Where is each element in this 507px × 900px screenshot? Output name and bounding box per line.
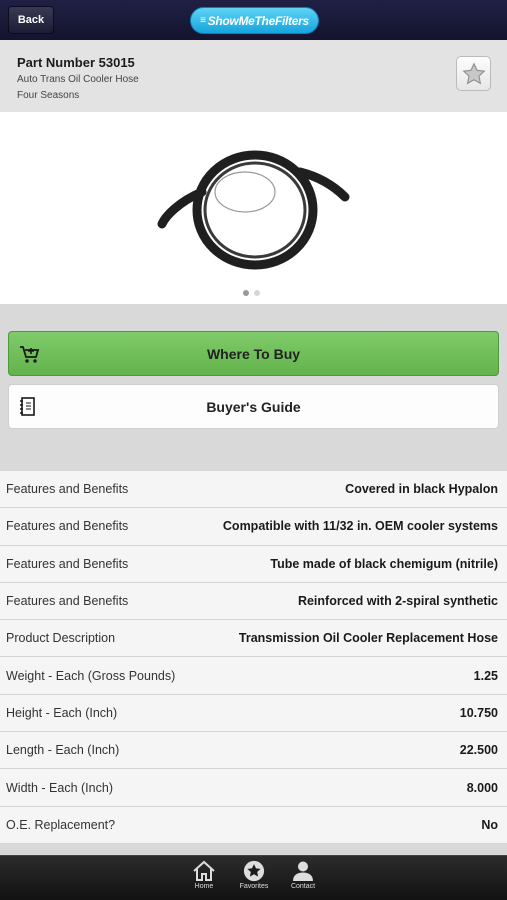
- tab-home[interactable]: Home: [184, 860, 224, 898]
- spec-value: Tube made of black chemigum (nitrile): [270, 556, 498, 571]
- table-row: Features and Benefits Tube made of black…: [0, 546, 507, 583]
- spec-label: Width - Each (Inch): [6, 780, 113, 795]
- buyers-guide-button[interactable]: Buyer's Guide: [8, 384, 499, 429]
- table-row: Height - Each (Inch) 10.750: [0, 695, 507, 733]
- table-row: Features and Benefits Reinforced with 2-…: [0, 583, 507, 621]
- tab-home-label: Home: [194, 883, 214, 890]
- bottom-tab-bar: Home Favorites Contact: [0, 855, 507, 900]
- tab-favorites-label: Favorites: [239, 883, 269, 890]
- top-bar: Back ≡ ShowMeTheFilters: [0, 0, 507, 40]
- tab-contact-label: Contact: [290, 883, 316, 890]
- book-icon: [20, 397, 35, 416]
- app-logo[interactable]: ≡ ShowMeTheFilters: [190, 7, 319, 34]
- spec-value: 1.25: [473, 668, 498, 683]
- spec-value: No: [481, 817, 498, 832]
- table-row: Width - Each (Inch) 8.000: [0, 769, 507, 807]
- star-icon: [243, 860, 265, 882]
- logo-text: ShowMeTheFilters: [207, 13, 310, 28]
- carousel-dot[interactable]: [243, 290, 249, 296]
- cart-icon: [20, 346, 40, 363]
- tab-favorites[interactable]: Favorites: [234, 860, 274, 898]
- table-row: Length - Each (Inch) 22.500: [0, 732, 507, 770]
- product-image: [157, 150, 350, 270]
- spec-label: Weight - Each (Gross Pounds): [6, 668, 176, 683]
- spec-value: Reinforced with 2-spiral synthetic: [297, 594, 498, 609]
- spec-label: Features and Benefits: [6, 556, 129, 571]
- spec-value: 10.750: [459, 705, 498, 720]
- spec-label: Length - Each (Inch): [6, 743, 120, 758]
- carousel-dot[interactable]: [254, 290, 260, 296]
- specifications-table: Features and Benefits Covered in black H…: [0, 471, 507, 844]
- where-to-buy-button[interactable]: Where To Buy: [8, 331, 499, 376]
- table-row: Weight - Each (Gross Pounds) 1.25: [0, 657, 507, 695]
- buyers-guide-label: Buyer's Guide: [206, 398, 301, 415]
- part-header: Part Number 53015 Auto Trans Oil Cooler …: [0, 40, 507, 112]
- part-number: Part Number 53015: [17, 55, 135, 70]
- star-icon: [461, 61, 486, 84]
- spec-value: 8.000: [466, 780, 498, 795]
- back-button[interactable]: Back: [8, 6, 54, 34]
- logo-stripes-icon: ≡: [200, 15, 206, 26]
- product-image-carousel[interactable]: [0, 112, 507, 304]
- spec-label: Product Description: [6, 631, 116, 646]
- spec-label: Features and Benefits: [6, 482, 129, 497]
- table-row: Product Description Transmission Oil Coo…: [0, 620, 507, 658]
- spec-value: Compatible with 11/32 in. OEM cooler sys…: [222, 519, 498, 534]
- tab-contact[interactable]: Contact: [283, 860, 323, 898]
- spec-value: Covered in black Hypalon: [345, 482, 498, 497]
- spec-label: Features and Benefits: [6, 519, 129, 534]
- table-row: O.E. Replacement? No: [0, 807, 507, 844]
- where-to-buy-label: Where To Buy: [206, 345, 301, 362]
- table-row: Features and Benefits Compatible with 11…: [0, 508, 507, 546]
- home-icon: [193, 860, 215, 881]
- spec-value: 22.500: [459, 743, 498, 758]
- table-row: Features and Benefits Covered in black H…: [0, 471, 507, 509]
- part-brand: Four Seasons: [17, 90, 80, 101]
- carousel-dots: [243, 290, 260, 296]
- spec-label: Features and Benefits: [6, 594, 129, 609]
- spec-value: Transmission Oil Cooler Replacement Hose: [238, 631, 498, 646]
- spec-label: Height - Each (Inch): [6, 705, 118, 720]
- favorite-button[interactable]: [456, 56, 491, 91]
- person-icon: [293, 861, 313, 881]
- part-description: Auto Trans Oil Cooler Hose: [17, 74, 139, 85]
- spec-label: O.E. Replacement?: [6, 817, 116, 832]
